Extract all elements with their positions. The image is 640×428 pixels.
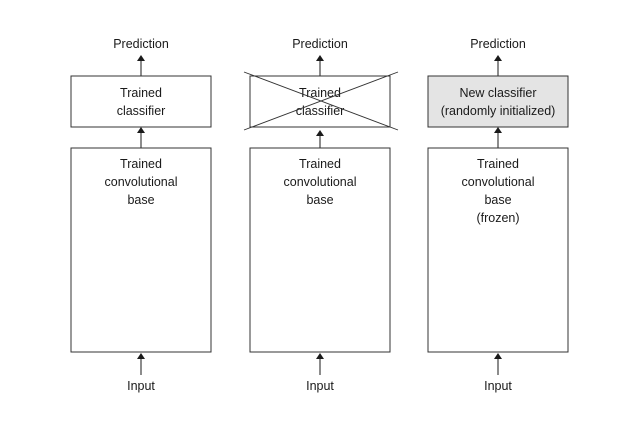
base-label-line-1: Trained [477,157,519,171]
base-label-line-2: convolutional [284,175,357,189]
new-classifier-box [427,75,569,128]
base-label-line-1: Trained [299,157,341,171]
input-label: Input [127,379,155,393]
classifier-label-line-2: (randomly initialized) [441,104,556,118]
input-label: Input [306,379,334,393]
classifier-label-line-2: classifier [296,104,345,118]
base-label-line-2: convolutional [462,175,535,189]
classifier-box [70,75,212,128]
base-label-line-1: Trained [120,157,162,171]
convolutional-base-box [70,147,212,353]
classifier-label-line-1: Trained [299,86,341,100]
prediction-label: Prediction [470,37,526,51]
column-1: Prediction Trained classifier Trained co… [70,37,212,393]
classifier-label-line-1: New classifier [459,86,536,100]
base-label-line-3: base [127,193,154,207]
frozen-convolutional-base-box [427,147,569,353]
classifier-label-line-1: Trained [120,86,162,100]
base-label-line-4: (frozen) [476,211,519,225]
convolutional-base-box [249,147,391,353]
input-label: Input [484,379,512,393]
column-3: Prediction New classifier (randomly init… [427,37,569,393]
base-label-line-2: convolutional [105,175,178,189]
base-label-line-3: base [484,193,511,207]
column-2: Prediction Trained classifier Trained co… [243,37,399,393]
classifier-label-line-2: classifier [117,104,166,118]
strike-line-2 [243,71,399,131]
prediction-label: Prediction [113,37,169,51]
base-label-line-3: base [306,193,333,207]
prediction-label: Prediction [292,37,348,51]
